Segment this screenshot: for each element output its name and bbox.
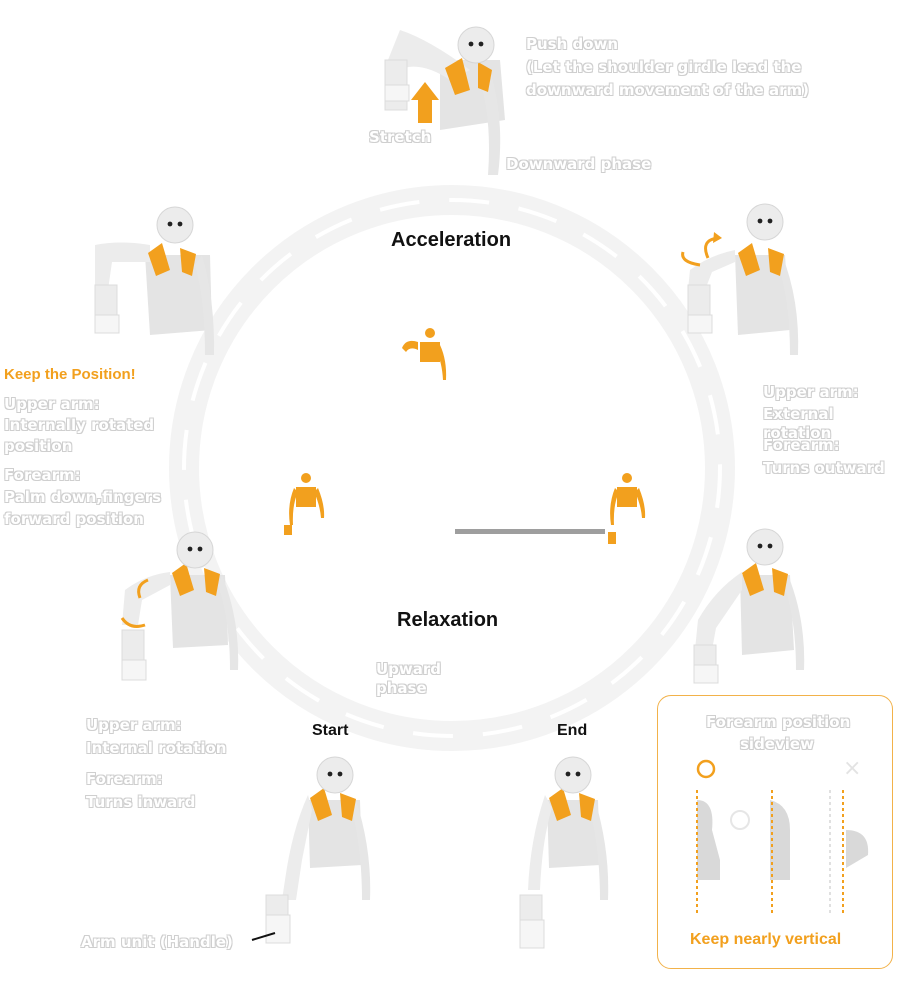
right-upper-arm-label: Upper arm: (763, 383, 859, 401)
figure-push-down (384, 26, 505, 175)
figure-return (693, 528, 805, 684)
acceleration-label: Acceleration (391, 229, 512, 251)
lower-left-upper-arm-label: Upper arm: (86, 716, 182, 734)
callout-footer: Keep nearly vertical (690, 931, 842, 948)
phase-ring (169, 185, 735, 751)
right-upper-arm-value: External rotation (763, 405, 834, 442)
keep-position-label: Keep the Position! (4, 366, 136, 383)
left-forearm-label: Forearm: (4, 466, 81, 484)
left-forearm-line1: Palm down,fingers (4, 488, 162, 506)
forearm-sideview-callout (657, 695, 893, 969)
lower-left-forearm-label: Forearm: (86, 770, 163, 788)
left-upper-arm-line1: Internally rotated (4, 416, 155, 434)
right-forearm-label: Forearm: (763, 436, 840, 454)
downward-phase-label: Downward phase (506, 155, 652, 173)
sideview-middle (730, 790, 790, 915)
icon-relaxation-left (284, 473, 325, 535)
icon-acceleration (402, 328, 447, 380)
left-upper-arm-line2: position (4, 437, 73, 455)
push-down-line2: (Let the shoulder girdle lead the (526, 58, 802, 76)
figure-internal-rotation (120, 531, 239, 681)
stretch-label: Stretch (369, 128, 432, 146)
figure-external-rotation (681, 203, 799, 355)
lower-left-forearm-value: Turns inward (86, 793, 196, 811)
figure-start (251, 756, 371, 944)
figure-end (519, 756, 609, 949)
left-upper-arm-label: Upper arm: (4, 395, 100, 413)
ng-mark-icon: × (843, 756, 862, 781)
push-down-line1: Push down (526, 35, 619, 53)
upward-phase-label: Upward phase (376, 660, 442, 697)
relaxation-label: Relaxation (397, 609, 499, 631)
figure-keep-position (94, 206, 215, 355)
callout-title-line1: Forearm position (706, 713, 851, 731)
icon-relaxation-right (608, 473, 646, 544)
arm-unit-label: Arm unit (Handle) (81, 933, 233, 951)
callout-title-line2: sideview (740, 735, 814, 753)
right-forearm-value: Turns outward (763, 459, 885, 477)
sideview-ok (696, 759, 720, 915)
lower-left-upper-arm-value: Internal rotation (86, 739, 227, 757)
left-forearm-line2: forward position (4, 510, 144, 528)
end-label: End (557, 722, 588, 739)
sideview-ng (829, 790, 869, 915)
push-down-line3: downward movement of the arm) (526, 81, 809, 99)
start-label: Start (312, 722, 349, 739)
level-bar (455, 529, 605, 534)
